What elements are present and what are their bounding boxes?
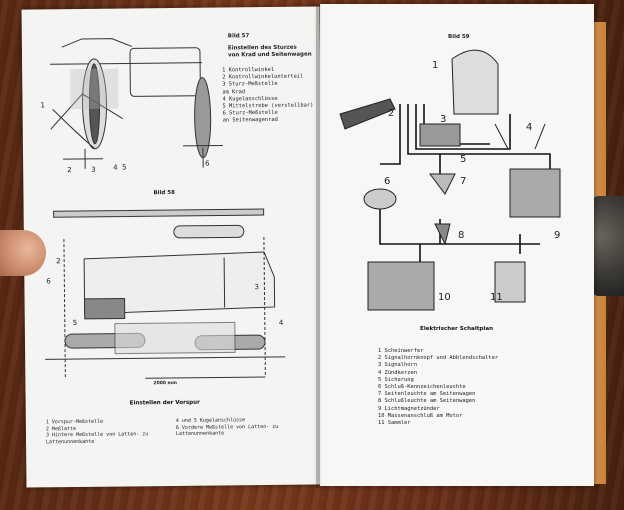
fig58-legend-right: 4 und 5 Kugelanschlüsse 6 Vordere Meßste… [176,417,279,438]
fig59-callout-1: 1 [432,60,439,71]
thumb [0,230,46,276]
fig58-legend-item: Lattenunnenkante [175,430,225,438]
fig59-legend: 1 Scheinwerfer 2 Signalhornknopf und Abb… [378,348,498,427]
fig59-callout-9: 9 [554,230,561,241]
fig59-legend-item: 11 Sammler [378,420,411,427]
fig58-callout-4: 4 [278,318,284,327]
fig57-callout-6: 6 [205,159,210,168]
fig57-title-line-2: von Krad und Seitenwagen [227,51,312,59]
fig59-callout-6: 6 [384,176,391,187]
fig59-legend-item: 4 Zündkerzen [378,369,417,376]
fig57-callout-5: 5 [122,163,127,172]
fig58-dimension: 2000 mm [153,380,177,387]
fig58-legend-item: 3 Hintere Meßstelle von Latten- zu [45,431,149,439]
fig58-label: Bild 58 [153,189,175,197]
fig57-callout-3: 3 [91,165,96,174]
fig57-label: Bild 57 [227,33,250,40]
book-spine-shadow [316,4,326,488]
fig59-callout-10: 10 [438,292,451,303]
fig59-callout-11: 11 [490,292,503,303]
right-page: Bild 59 1 2 3 4 5 6 [320,4,594,486]
fig59-callout-8: 8 [458,230,465,241]
fig58-callout-3: 3 [254,283,259,292]
fig59-callout-3: 3 [440,114,447,125]
fig57-legend: 1 Kontrollwinkel 2 Kontrollwinkelunterte… [222,67,313,126]
fig59-callout-7: 7 [460,176,467,187]
fig57-callout-1: 1 [40,101,46,110]
fig59-callout-4: 4 [526,122,533,133]
fig57-callout-2: 2 [67,166,72,175]
fig59-callout-5: 5 [460,154,467,165]
fig58-legend-item: Lattenunnenkante [46,438,95,446]
fig59-legend-item: 10 Massenanschluß am Motor [378,412,463,419]
fig57-callout-4: 4 [113,163,118,172]
fig59-legend-item: 9 Lichtmagnetzünder [378,405,440,412]
fig58-caption: Einstellen der Vorspur [129,399,200,407]
fig58-callout-6: 6 [46,277,51,286]
sidecar-toe-in-drawing [45,208,286,380]
fig59-caption: Elektrischer Schaltplan [420,326,494,332]
fig59-legend-item: 2 Signalhornknopf und Abblendschalter [378,355,499,362]
wiring-diagram [339,49,561,311]
fig59-callout-2: 2 [388,108,395,119]
fig57-legend-item: an Seitenwagenrad [222,117,278,124]
fig59-legend-item: 1 Scheinwerfer [378,348,424,354]
left-page: 1 2 3 4 5 6 Bild 57 Einstellen des Sturz… [21,6,325,488]
fig59-legend-item: 3 Signalhorn [378,362,417,369]
fig59-legend-item: 6 Schluß-Kennzeichenleuchte [378,384,466,391]
fig59-legend-item: 8 Schlußleuchte am Seitenwagen [378,398,476,405]
fig58-legend-left: 1 Vorspur-Meßstelle 2 Meßlatte 3 Hintere… [46,418,149,445]
fig59-legend-item: 5 Sicherung [378,376,414,383]
fig59-legend-item: 7 Seitenleuchte am Seitenwagen [378,391,476,398]
fig58-callout-2: 2 [56,257,61,266]
sidecar-camber-drawing [50,38,223,169]
fig59-label: Bild 59 [448,34,470,40]
fig58-callout-5: 5 [72,319,78,328]
